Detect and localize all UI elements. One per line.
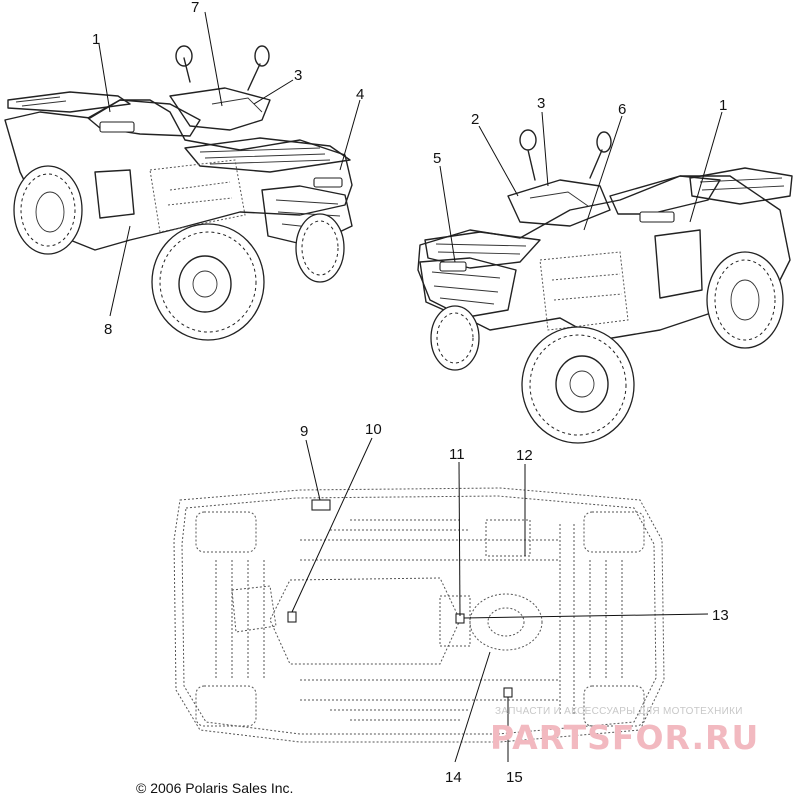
callout-3-left: 3 xyxy=(294,67,302,84)
watermark-caption: ЗАПЧАСТИ И АКСЕССУАРЫ ДЛЯ МОТОТЕХНИКИ xyxy=(495,706,743,717)
copyright-text: © 2006 Polaris Sales Inc. xyxy=(136,780,294,796)
callout-15: 15 xyxy=(506,769,523,786)
callout-10: 10 xyxy=(365,421,382,438)
watermark-site: PARTSFOR.RU xyxy=(490,718,760,757)
atv-top-view-illustration xyxy=(173,487,665,743)
atv-right-illustration xyxy=(417,129,793,444)
callout-8: 8 xyxy=(104,321,112,338)
callout-3-right: 3 xyxy=(537,95,545,112)
callout-11: 11 xyxy=(449,446,465,463)
callout-13: 13 xyxy=(712,607,729,624)
callout-4: 4 xyxy=(356,86,364,103)
callout-6: 6 xyxy=(618,101,626,118)
callout-9: 9 xyxy=(300,423,308,440)
callout-5: 5 xyxy=(433,150,441,167)
callout-14: 14 xyxy=(445,769,462,786)
callout-1-right: 1 xyxy=(719,97,727,114)
callout-1-left: 1 xyxy=(92,31,100,48)
callout-labels: 1 7 3 4 8 2 3 6 1 5 9 10 11 12 13 14 15 xyxy=(92,0,729,786)
callout-7: 7 xyxy=(191,0,199,16)
callout-2: 2 xyxy=(471,111,479,128)
atv-left-illustration xyxy=(4,45,353,341)
leader-lines xyxy=(98,11,723,763)
callout-12: 12 xyxy=(516,447,533,464)
